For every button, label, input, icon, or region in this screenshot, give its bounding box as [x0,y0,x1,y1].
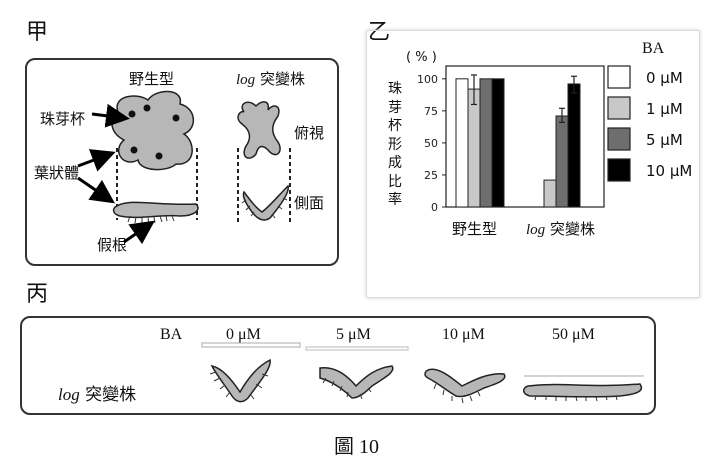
log-thallus-top [237,101,281,159]
bing-conc-50: 50 μM [552,326,595,343]
bar [491,78,505,208]
legend-label: 0 μM [646,69,683,87]
gemma-cup-dot [155,152,163,160]
y-tick-label: 0 [431,201,438,214]
jia-label-top: 俯視 [294,124,325,142]
figure-caption: 圖 10 [334,436,379,458]
bing-conc-0: 0 μM [226,326,261,343]
bing-row-label: log 突變株 [58,385,137,405]
jia-label-side: 側面 [294,194,325,212]
panel-label-jia: 甲 [26,20,49,45]
yi-unit: ( % ) [406,50,437,65]
thallus-50uM [523,383,643,398]
thallus-5uM [319,365,394,399]
bing-conc-5: 5 μM [336,326,371,343]
panel-label-yi: 乙 [368,20,391,45]
legend-swatch [607,127,631,151]
yi-cat-log: log 突變株 [526,220,595,238]
thallus-0uM [210,358,271,403]
arrow [77,149,116,172]
legend-label: 1 μM [646,100,683,118]
bing-ba-label: BA [160,326,183,343]
y-tick-label: 25 [424,169,438,182]
gemma-cup-dot [130,146,138,154]
jia-col-log: log 突變株 [236,70,305,88]
legend-swatch [607,65,631,89]
yi-cat-wild: 野生型 [452,220,498,238]
panel-label-bing: 丙 [26,282,49,307]
legend-swatch [607,158,631,182]
yi-ylabel-char: 珠 [388,81,402,97]
yi-ylabel-char: 成 [388,155,402,171]
panel-bing-frame [20,316,656,415]
yi-ylabel-char: 形 [388,136,402,153]
plot-frame [445,65,605,208]
legend-swatch [607,96,631,120]
yi-ylabel-char: 比 [388,173,402,190]
thallus-10uM [424,368,506,398]
jia-label-rhizoid: 假根 [97,236,128,254]
bing-conc-10: 10 μM [442,326,485,343]
wild-thallus-side [112,201,199,219]
legend-label: 5 μM [646,131,683,149]
jia-col-wild: 野生型 [129,70,175,88]
log-thallus-side [242,184,289,221]
arrow [123,220,155,245]
jia-label-cup: 珠芽杯 [40,110,86,128]
yi-ylabel: 珠芽杯形成比率 [386,80,404,210]
yi-ylabel-char: 杯 [388,118,402,134]
legend-label: 10 μM [646,162,692,180]
legend-title: BA [642,40,665,57]
y-tick-label: 75 [424,105,438,118]
y-tick-label: 100 [417,73,438,86]
jia-label-thallus: 葉狀體 [34,164,80,182]
gemma-cup-dot [143,104,151,112]
arrow [77,176,115,204]
gemma-cup-dot [172,114,180,122]
arrow [91,103,130,128]
yi-ylabel-char: 芽 [388,99,402,116]
yi-ylabel-char: 率 [388,192,402,208]
y-tick-label: 50 [424,137,438,150]
panel-yi-frame [366,30,700,298]
gemma-cup-dot [128,110,136,118]
